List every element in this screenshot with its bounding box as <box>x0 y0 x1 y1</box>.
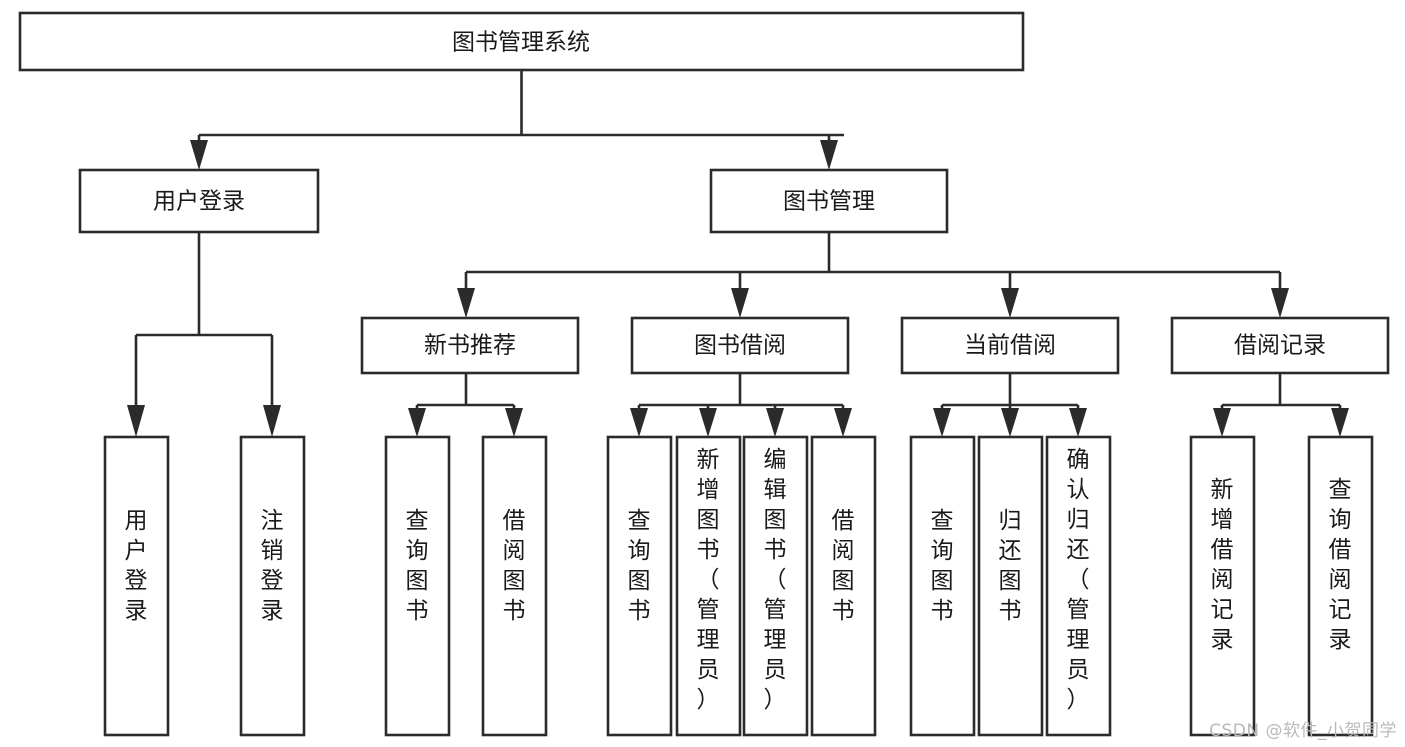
leaf-node-query-book-current-label: 查询图书 <box>931 508 954 624</box>
leaf-node-borrow-book-recommend[interactable]: 借阅图书 <box>481 435 548 737</box>
node-borrow-record-label: 借阅记录 <box>1234 333 1326 359</box>
node-current-borrow-label: 当前借阅 <box>964 333 1056 359</box>
node-borrow-record-box[interactable] <box>1170 316 1390 375</box>
leaf-node-add-book-box[interactable] <box>675 435 742 737</box>
leaf-node-query-borrow-record-box[interactable] <box>1307 435 1374 737</box>
leaf-node-query-book-current-box[interactable] <box>909 435 976 737</box>
leaf-node-query-book-recommend-box[interactable] <box>384 435 451 737</box>
leaf-node-confirm-return-label: 确认归还（管理员） <box>1067 447 1090 713</box>
leaf-node-borrow-book-label: 借阅图书 <box>832 508 855 624</box>
node-book-manage-box[interactable] <box>709 168 949 234</box>
arrow-head-leaf-query-book-1 <box>408 408 426 437</box>
leaf-node-borrow-book-box[interactable] <box>810 435 877 737</box>
leaf-node-borrow-book-recommend-label: 借阅图书 <box>503 508 526 624</box>
arrow-head-current-borrow <box>1001 288 1019 318</box>
arrow-head-leaf-query-book-2 <box>630 408 648 437</box>
leaf-node-logout-label: 注销登录 <box>261 508 284 624</box>
leaf-node-add-book-label: 新增图书（管理员） <box>697 447 720 713</box>
node-new-book-recommend[interactable]: 新书推荐 <box>360 316 580 375</box>
arrow-head-leaf-add-record <box>1213 408 1231 437</box>
arrow-head-leaf-edit-book <box>766 408 784 437</box>
node-book-borrow-box[interactable] <box>630 316 850 375</box>
leaf-node-return-book-box[interactable] <box>977 435 1044 737</box>
leaf-node-add-book[interactable]: 新增图书（管理员） <box>675 435 742 737</box>
arrow-head-new-book-recommend <box>457 288 475 318</box>
leaf-node-query-borrow-record[interactable]: 查询借阅记录 <box>1307 435 1374 737</box>
node-book-manage-label: 图书管理 <box>783 189 875 215</box>
leaf-node-add-borrow-record-box[interactable] <box>1189 435 1256 737</box>
leaf-node-add-borrow-record-label: 新增借阅记录 <box>1211 477 1234 653</box>
node-current-borrow[interactable]: 当前借阅 <box>900 316 1120 375</box>
arrow-head-leaf-borrow-book-1 <box>505 408 523 437</box>
arrow-head-leaf-query-record <box>1331 408 1349 437</box>
leaf-node-borrow-book[interactable]: 借阅图书 <box>810 435 877 737</box>
leaf-node-borrow-book-recommend-box[interactable] <box>481 435 548 737</box>
leaf-node-query-book-recommend[interactable]: 查询图书 <box>384 435 451 737</box>
arrow-head-leaf-borrow-book-2 <box>834 408 852 437</box>
arrow-head-leaf-query-book-3 <box>933 408 951 437</box>
arrow-head-book-manage <box>820 140 838 170</box>
arrow-head-leaf-logout <box>263 405 281 437</box>
arrow-head-leaf-return-book <box>1001 408 1019 437</box>
leaf-node-user-login-box[interactable] <box>103 435 170 737</box>
node-new-book-recommend-label: 新书推荐 <box>424 333 516 359</box>
csdn-watermark: CSDN @软件_小贺同学 <box>1209 721 1397 741</box>
leaf-node-confirm-return[interactable]: 确认归还（管理员） <box>1045 435 1112 737</box>
leaf-node-query-borrow-record-label: 查询借阅记录 <box>1329 477 1352 653</box>
leaf-node-return-book-label: 归还图书 <box>999 508 1022 624</box>
edges-group <box>127 70 1349 437</box>
leaf-node-add-borrow-record[interactable]: 新增借阅记录 <box>1189 435 1256 737</box>
leaf-node-logout-box[interactable] <box>239 435 306 737</box>
arrow-head-book-borrow <box>731 288 749 318</box>
node-root-label: 图书管理系统 <box>452 30 590 56</box>
leaf-node-edit-book[interactable]: 编辑图书（管理员） <box>742 435 809 737</box>
arrow-head-leaf-confirm-return <box>1069 408 1087 437</box>
arrow-head-user-login <box>190 140 208 170</box>
node-current-borrow-box[interactable] <box>900 316 1120 375</box>
leaf-node-query-book-borrow-label: 查询图书 <box>628 508 651 624</box>
arrow-head-leaf-user-login <box>127 405 145 437</box>
node-book-borrow[interactable]: 图书借阅 <box>630 316 850 375</box>
leaf-node-return-book[interactable]: 归还图书 <box>977 435 1044 737</box>
arrow-head-borrow-record <box>1271 288 1289 318</box>
leaf-node-query-book-borrow[interactable]: 查询图书 <box>606 435 673 737</box>
node-borrow-record[interactable]: 借阅记录 <box>1170 316 1390 375</box>
leaf-node-edit-book-label: 编辑图书（管理员） <box>764 447 787 713</box>
leaf-node-user-login[interactable]: 用户登录 <box>103 435 170 737</box>
node-root-box[interactable] <box>18 11 1025 72</box>
leaf-node-query-book-recommend-label: 查询图书 <box>406 508 429 624</box>
node-user-login-box[interactable] <box>78 168 320 234</box>
node-user-login[interactable]: 用户登录 <box>78 168 320 234</box>
leaf-node-confirm-return-box[interactable] <box>1045 435 1112 737</box>
node-new-book-recommend-box[interactable] <box>360 316 580 375</box>
leaf-node-user-login-label: 用户登录 <box>125 508 148 624</box>
node-root-system[interactable]: 图书管理系统 <box>18 11 1025 72</box>
node-user-login-label: 用户登录 <box>153 189 245 215</box>
leaf-node-edit-book-box[interactable] <box>742 435 809 737</box>
leaf-node-logout[interactable]: 注销登录 <box>239 435 306 737</box>
node-book-borrow-label: 图书借阅 <box>694 333 786 359</box>
node-book-manage[interactable]: 图书管理 <box>709 168 949 234</box>
leaf-node-query-book-current[interactable]: 查询图书 <box>909 435 976 737</box>
arrow-head-leaf-add-book <box>699 408 717 437</box>
leaf-node-query-book-borrow-box[interactable] <box>606 435 673 737</box>
